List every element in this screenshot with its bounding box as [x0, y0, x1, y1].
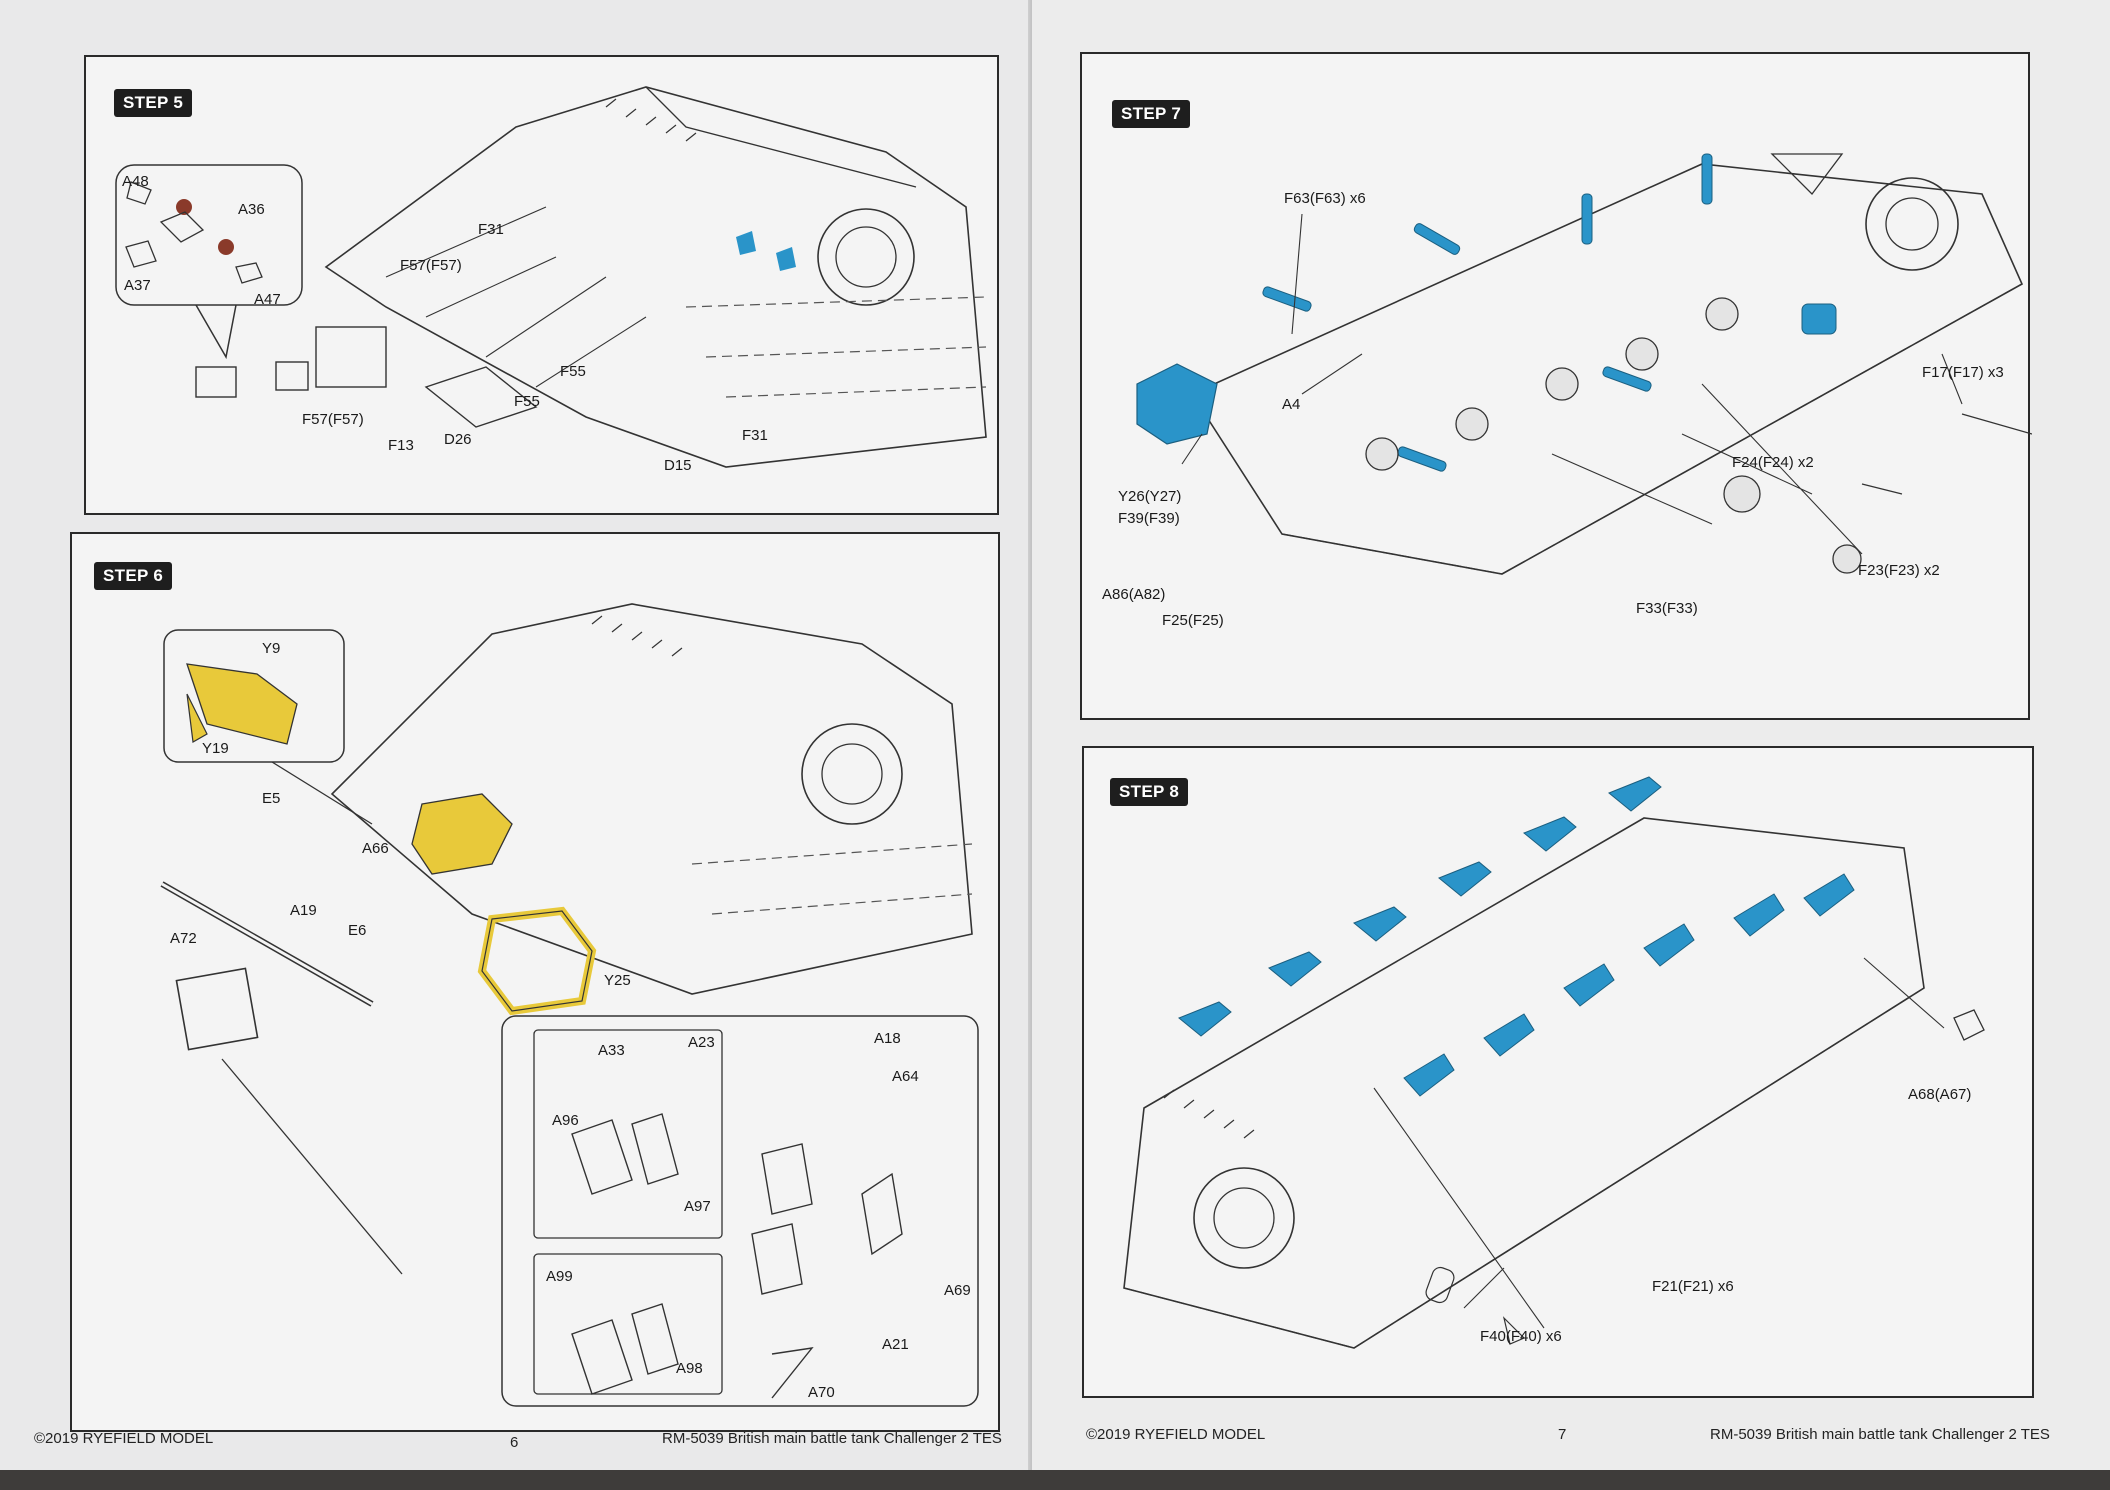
label-y19: Y19: [202, 740, 229, 757]
step6-drawing: [160, 603, 979, 1407]
label-d15: D15: [664, 457, 692, 474]
label-a72: A72: [170, 930, 197, 947]
label-a36: A36: [238, 201, 265, 218]
label-a4: A4: [1282, 396, 1301, 413]
label-a48: A48: [122, 173, 149, 190]
label-e6: E6: [348, 922, 367, 939]
step8-panel: STEP 8: [1082, 746, 2034, 1398]
label-f13: F13: [388, 437, 414, 454]
label-f39: F39(F39): [1118, 510, 1180, 527]
label-f31-top: F31: [478, 221, 504, 238]
label-f17: F17(F17) x3: [1922, 364, 2004, 381]
label-a37: A37: [124, 277, 151, 294]
label-a68: A68(A67): [1908, 1086, 1972, 1103]
label-f57-bottom: F57(F57): [302, 411, 364, 428]
label-f31-bottom: F31: [742, 427, 768, 444]
label-a97: A97: [684, 1198, 711, 1215]
right-page: STEP 7: [1032, 0, 2110, 1490]
label-a98: A98: [676, 1360, 703, 1377]
right-footer-page-number: 7: [1558, 1426, 1567, 1443]
step8-tag: STEP 8: [1110, 778, 1189, 806]
step5-panel: STEP 5 A48: [84, 55, 999, 515]
right-footer-title: RM-5039 British main battle tank Challen…: [1710, 1426, 2050, 1443]
step6-tag: STEP 6: [94, 562, 173, 590]
label-y25: Y25: [604, 972, 631, 989]
step8-drawing: [1123, 776, 1985, 1349]
label-a96: A96: [552, 1112, 579, 1129]
label-f24: F24(F24) x2: [1732, 454, 1814, 471]
label-d26: D26: [444, 431, 472, 448]
label-a64: A64: [892, 1068, 919, 1085]
label-f33: F33(F33): [1636, 600, 1698, 617]
label-f23: F23(F23) x2: [1858, 562, 1940, 579]
label-f57-top: F57(F57): [400, 257, 462, 274]
step7-drawing: [1136, 153, 2032, 575]
label-a70: A70: [808, 1384, 835, 1401]
right-footer-copyright: ©2019 RYEFIELD MODEL: [1086, 1426, 1266, 1443]
left-footer-copyright: ©2019 RYEFIELD MODEL: [34, 1430, 214, 1447]
step7-panel: STEP 7: [1080, 52, 2032, 720]
label-a69: A69: [944, 1282, 971, 1299]
label-f63: F63(F63) x6: [1284, 190, 1366, 207]
left-footer-title: RM-5039 British main battle tank Challen…: [662, 1430, 1002, 1447]
label-a23: A23: [688, 1034, 715, 1051]
label-a66: A66: [362, 840, 389, 857]
step5-tag: STEP 5: [114, 89, 193, 117]
label-f55-left: F55: [514, 393, 540, 410]
label-y26: Y26(Y27): [1118, 488, 1182, 505]
label-a18: A18: [874, 1030, 901, 1047]
label-y9: Y9: [262, 640, 281, 657]
label-a33: A33: [598, 1042, 625, 1059]
label-a99: A99: [546, 1268, 573, 1285]
label-f55-right: F55: [560, 363, 586, 380]
left-footer-page-number: 6: [510, 1434, 519, 1451]
left-page: STEP 5 A48: [0, 0, 1045, 1490]
step6-panel: STEP 6: [70, 532, 1000, 1432]
label-f21: F21(F21) x6: [1652, 1278, 1734, 1295]
step7-tag: STEP 7: [1112, 100, 1191, 128]
label-e5: E5: [262, 790, 281, 807]
label-a19: A19: [290, 902, 317, 919]
label-f40: F40(F40) x6: [1480, 1328, 1562, 1345]
step5-drawing: [115, 86, 987, 468]
label-a21: A21: [882, 1336, 909, 1353]
label-a47: A47: [254, 291, 281, 308]
table-surface: [0, 1470, 2110, 1490]
label-a86: A86(A82): [1102, 586, 1166, 603]
label-f25: F25(F25): [1162, 612, 1224, 629]
